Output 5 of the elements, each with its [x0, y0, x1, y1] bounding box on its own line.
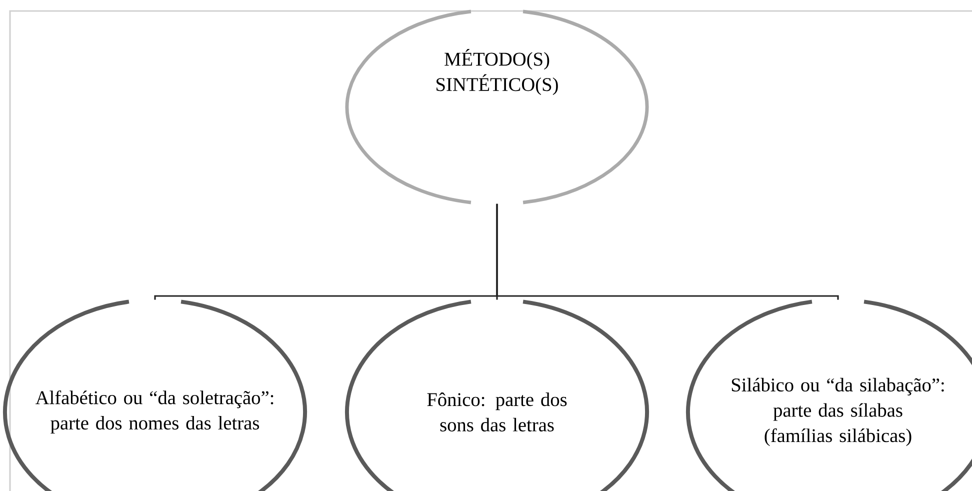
ellipse-node: Silábico ou “da silabação”: parte das sílabas (famílias silábicas)	[686, 300, 972, 491]
connector-line	[496, 204, 839, 300]
ellipse-node: MÉTODO(S) SINTÉTICO(S)	[345, 10, 649, 204]
ellipse-node: Alfabético ou “da soletração”: parte dos nomes das letras	[3, 300, 307, 491]
ellipse-node: Fônico: parte dos sons das letras	[345, 300, 649, 491]
